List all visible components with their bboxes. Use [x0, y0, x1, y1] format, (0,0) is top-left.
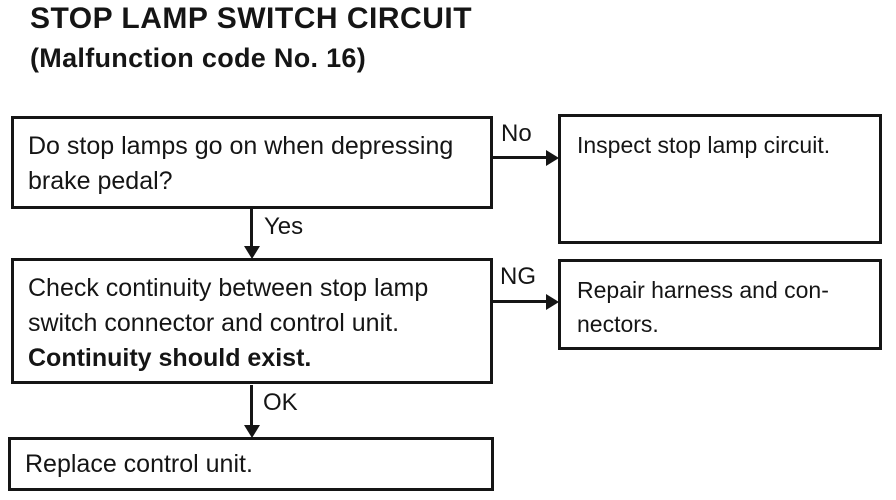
flow-box-check-requirement: Continuity should exist. [28, 344, 312, 372]
ok-arrow-line [250, 385, 253, 426]
flow-box-inspect-text: Inspect stop lamp circuit. [577, 132, 831, 158]
flow-box-repair-text-line2: nectors. [577, 311, 659, 337]
flow-box-question-text: Do stop lamps go on when depressing brak… [28, 132, 454, 195]
edge-label-yes: Yes [264, 213, 304, 240]
no-arrow-line [493, 156, 547, 159]
ng-arrow-line [493, 300, 547, 303]
edge-label-ok: OK [263, 389, 298, 416]
flow-box-question-stop-lamps: Do stop lamps go on when depressing brak… [11, 116, 493, 209]
yes-arrowhead-down-icon [243, 246, 260, 259]
flow-box-replace-control-unit: Replace control unit. [8, 437, 494, 491]
no-arrowhead-right-icon [546, 149, 559, 166]
page-subtitle: (Malfunction code No. 16) [30, 43, 367, 73]
ok-arrowhead-down-icon [243, 425, 260, 438]
flow-box-repair-text-line1: Repair harness and con- [577, 277, 829, 303]
edge-label-no: No [501, 120, 532, 147]
ng-arrowhead-right-icon [546, 293, 559, 310]
flow-box-inspect-circuit: Inspect stop lamp circuit. [558, 114, 882, 244]
yes-arrow-line [250, 209, 253, 247]
flow-box-repair-harness: Repair harness and con- nectors. [558, 259, 882, 350]
flow-box-check-continuity: Check continuity between stop lamp switc… [11, 258, 493, 384]
flow-box-replace-text: Replace control unit. [25, 450, 253, 478]
flow-box-check-text: Check continuity between stop lamp switc… [28, 274, 429, 337]
page-title: STOP LAMP SWITCH CIRCUIT [30, 2, 473, 35]
edge-label-ng: NG [500, 263, 536, 290]
